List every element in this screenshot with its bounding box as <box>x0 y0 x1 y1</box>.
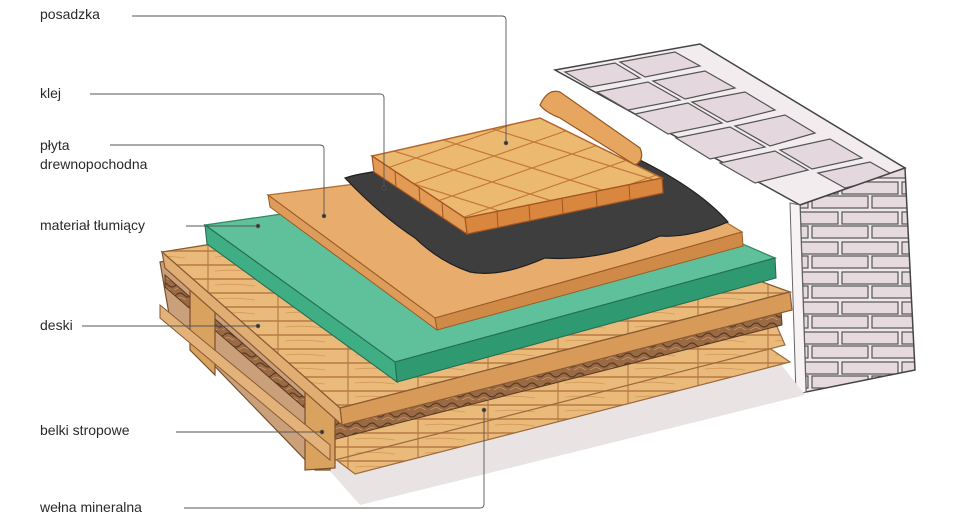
label-deski: deski <box>40 317 73 333</box>
label-klej: klej <box>40 85 62 101</box>
joists <box>159 254 336 471</box>
label-belki-stropowe: belki stropowe <box>40 422 130 438</box>
label-plyta-line1: płyta <box>40 137 70 153</box>
label-welna-mineralna: wełna mineralna <box>40 499 142 515</box>
leader-welna <box>184 410 485 509</box>
brick-wall <box>552 43 916 396</box>
skirting-board <box>539 90 643 166</box>
wall-face <box>799 166 916 393</box>
leader-lines <box>82 15 509 509</box>
leader-plyta <box>110 144 325 216</box>
tile-edge-lines <box>394 170 631 228</box>
label-plyta-drewnopochodna: płyta drewnopochodna <box>40 136 147 174</box>
leader-posadzka <box>132 15 507 143</box>
wall-top-bricks <box>563 51 897 189</box>
leader-klej <box>90 93 385 188</box>
label-material-tlumiacy: materiał tłumiący <box>40 217 146 233</box>
label-plyta-line2: drewnopochodna <box>40 156 148 172</box>
label-posadzka: posadzka <box>40 6 100 22</box>
